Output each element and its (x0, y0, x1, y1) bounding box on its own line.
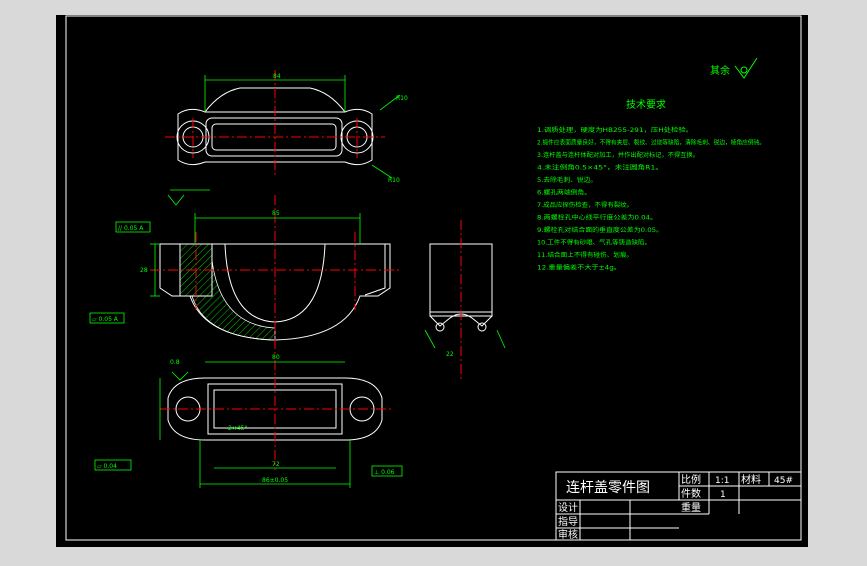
right-lug (340, 243, 386, 296)
drawing-title: 连杆盖零件图 (566, 480, 650, 496)
tolerance-box-perp: ⊥ 0.06 (371, 465, 403, 477)
design-label: 设计 (558, 501, 578, 514)
tolerance-box-flat: ▱ 0.05 A (89, 312, 125, 324)
top-view-centerlines (165, 70, 385, 175)
weight-label: 重量 (681, 501, 701, 514)
title-block (555, 471, 802, 541)
scale-value: 1:1 (715, 476, 729, 486)
dim-top-radius2: R10 (388, 177, 400, 184)
dim-bottom-inner: 72 (272, 461, 280, 468)
tech-req-list: 1.调质处理，硬度为HB255-291，压H处检验。 2.锻件应表面质量良好，不得… (537, 126, 765, 272)
tech-req-item: 7.成品应探伤检查，不得有裂纹。 (537, 201, 633, 209)
drawing-sheet (56, 15, 808, 547)
dim-top-width: 84 (273, 73, 281, 80)
tech-req-item: 3.连杆盖与连杆体配对加工，并作出配对标记，不得互换。 (537, 151, 699, 159)
dim-bottom-overall: 86±0.05 (262, 477, 288, 484)
dim-side-depth: 22 (446, 351, 454, 358)
tech-req-item: 6.螺孔两端倒角。 (537, 189, 591, 197)
svg-text:▱ 0.05 A: ▱ 0.05 A (92, 316, 119, 323)
tech-req-item: 10.工件不得有砂眼、气孔等铸造缺陷。 (537, 239, 651, 247)
roughness-note: 其余 (710, 64, 730, 77)
material-value: 45# (774, 476, 793, 486)
scale-label: 比例 (681, 473, 701, 486)
side-view-dimensions (424, 329, 506, 349)
bottom-view-centerlines (160, 360, 392, 470)
bottom-view-dimensions (159, 361, 351, 488)
roughness-symbol-icon (734, 57, 758, 79)
material-label: 材料 (741, 473, 761, 486)
dim-bottom-roughness: 0.8 (170, 359, 180, 366)
quantity-value: 1 (720, 490, 726, 500)
svg-text:▱ 0.04: ▱ 0.04 (97, 463, 117, 470)
section-centerlines (150, 195, 400, 355)
tech-req-title: 技术要求 (626, 98, 666, 111)
top-view-dimensions (204, 75, 401, 179)
dim-section-height: 28 (140, 267, 148, 274)
review-label: 审核 (558, 528, 578, 541)
tech-req-item: 1.调质处理，硬度为HB255-291，压H处检验。 (537, 126, 693, 134)
border-frame (65, 15, 802, 541)
section-dimensions (150, 189, 361, 297)
guide-label: 指导 (558, 515, 578, 528)
dim-bottom-width: 80 (272, 354, 280, 361)
quantity-label: 件数 (681, 487, 701, 500)
tech-req-item: 8.两螺栓孔中心线平行度公差为0.04。 (537, 214, 657, 222)
tech-req-item: 5.去除毛刺、锐边。 (537, 176, 597, 184)
tech-req-item: 11.结合面上不得有碰伤、划痕。 (537, 251, 633, 259)
tech-req-item: 2.锻件应表面质量良好，不得有夹层、裂纹、过烧等缺陷，清除毛刺、锐边，棱角应倒钝… (537, 139, 765, 147)
svg-text:⊥ 0.06: ⊥ 0.06 (374, 469, 395, 476)
dim-chamfer: 2×45° (228, 425, 247, 432)
dim-top-radius: R10 (396, 95, 408, 102)
tolerance-box-flat2: ▱ 0.04 (94, 459, 132, 471)
tech-req-item: 9.螺栓孔对结合面的垂直度公差为0.05。 (537, 226, 663, 234)
tech-req-item: 4.未注倒角0.5×45°，未注圆角R1。 (537, 164, 663, 172)
dim-section-width: 85 (272, 210, 280, 217)
tech-req-item: 12.重量偏差不大于±4g。 (537, 264, 621, 272)
tolerance-box-parallel: // 0.05 A (115, 221, 151, 233)
svg-text:// 0.05 A: // 0.05 A (118, 225, 144, 232)
